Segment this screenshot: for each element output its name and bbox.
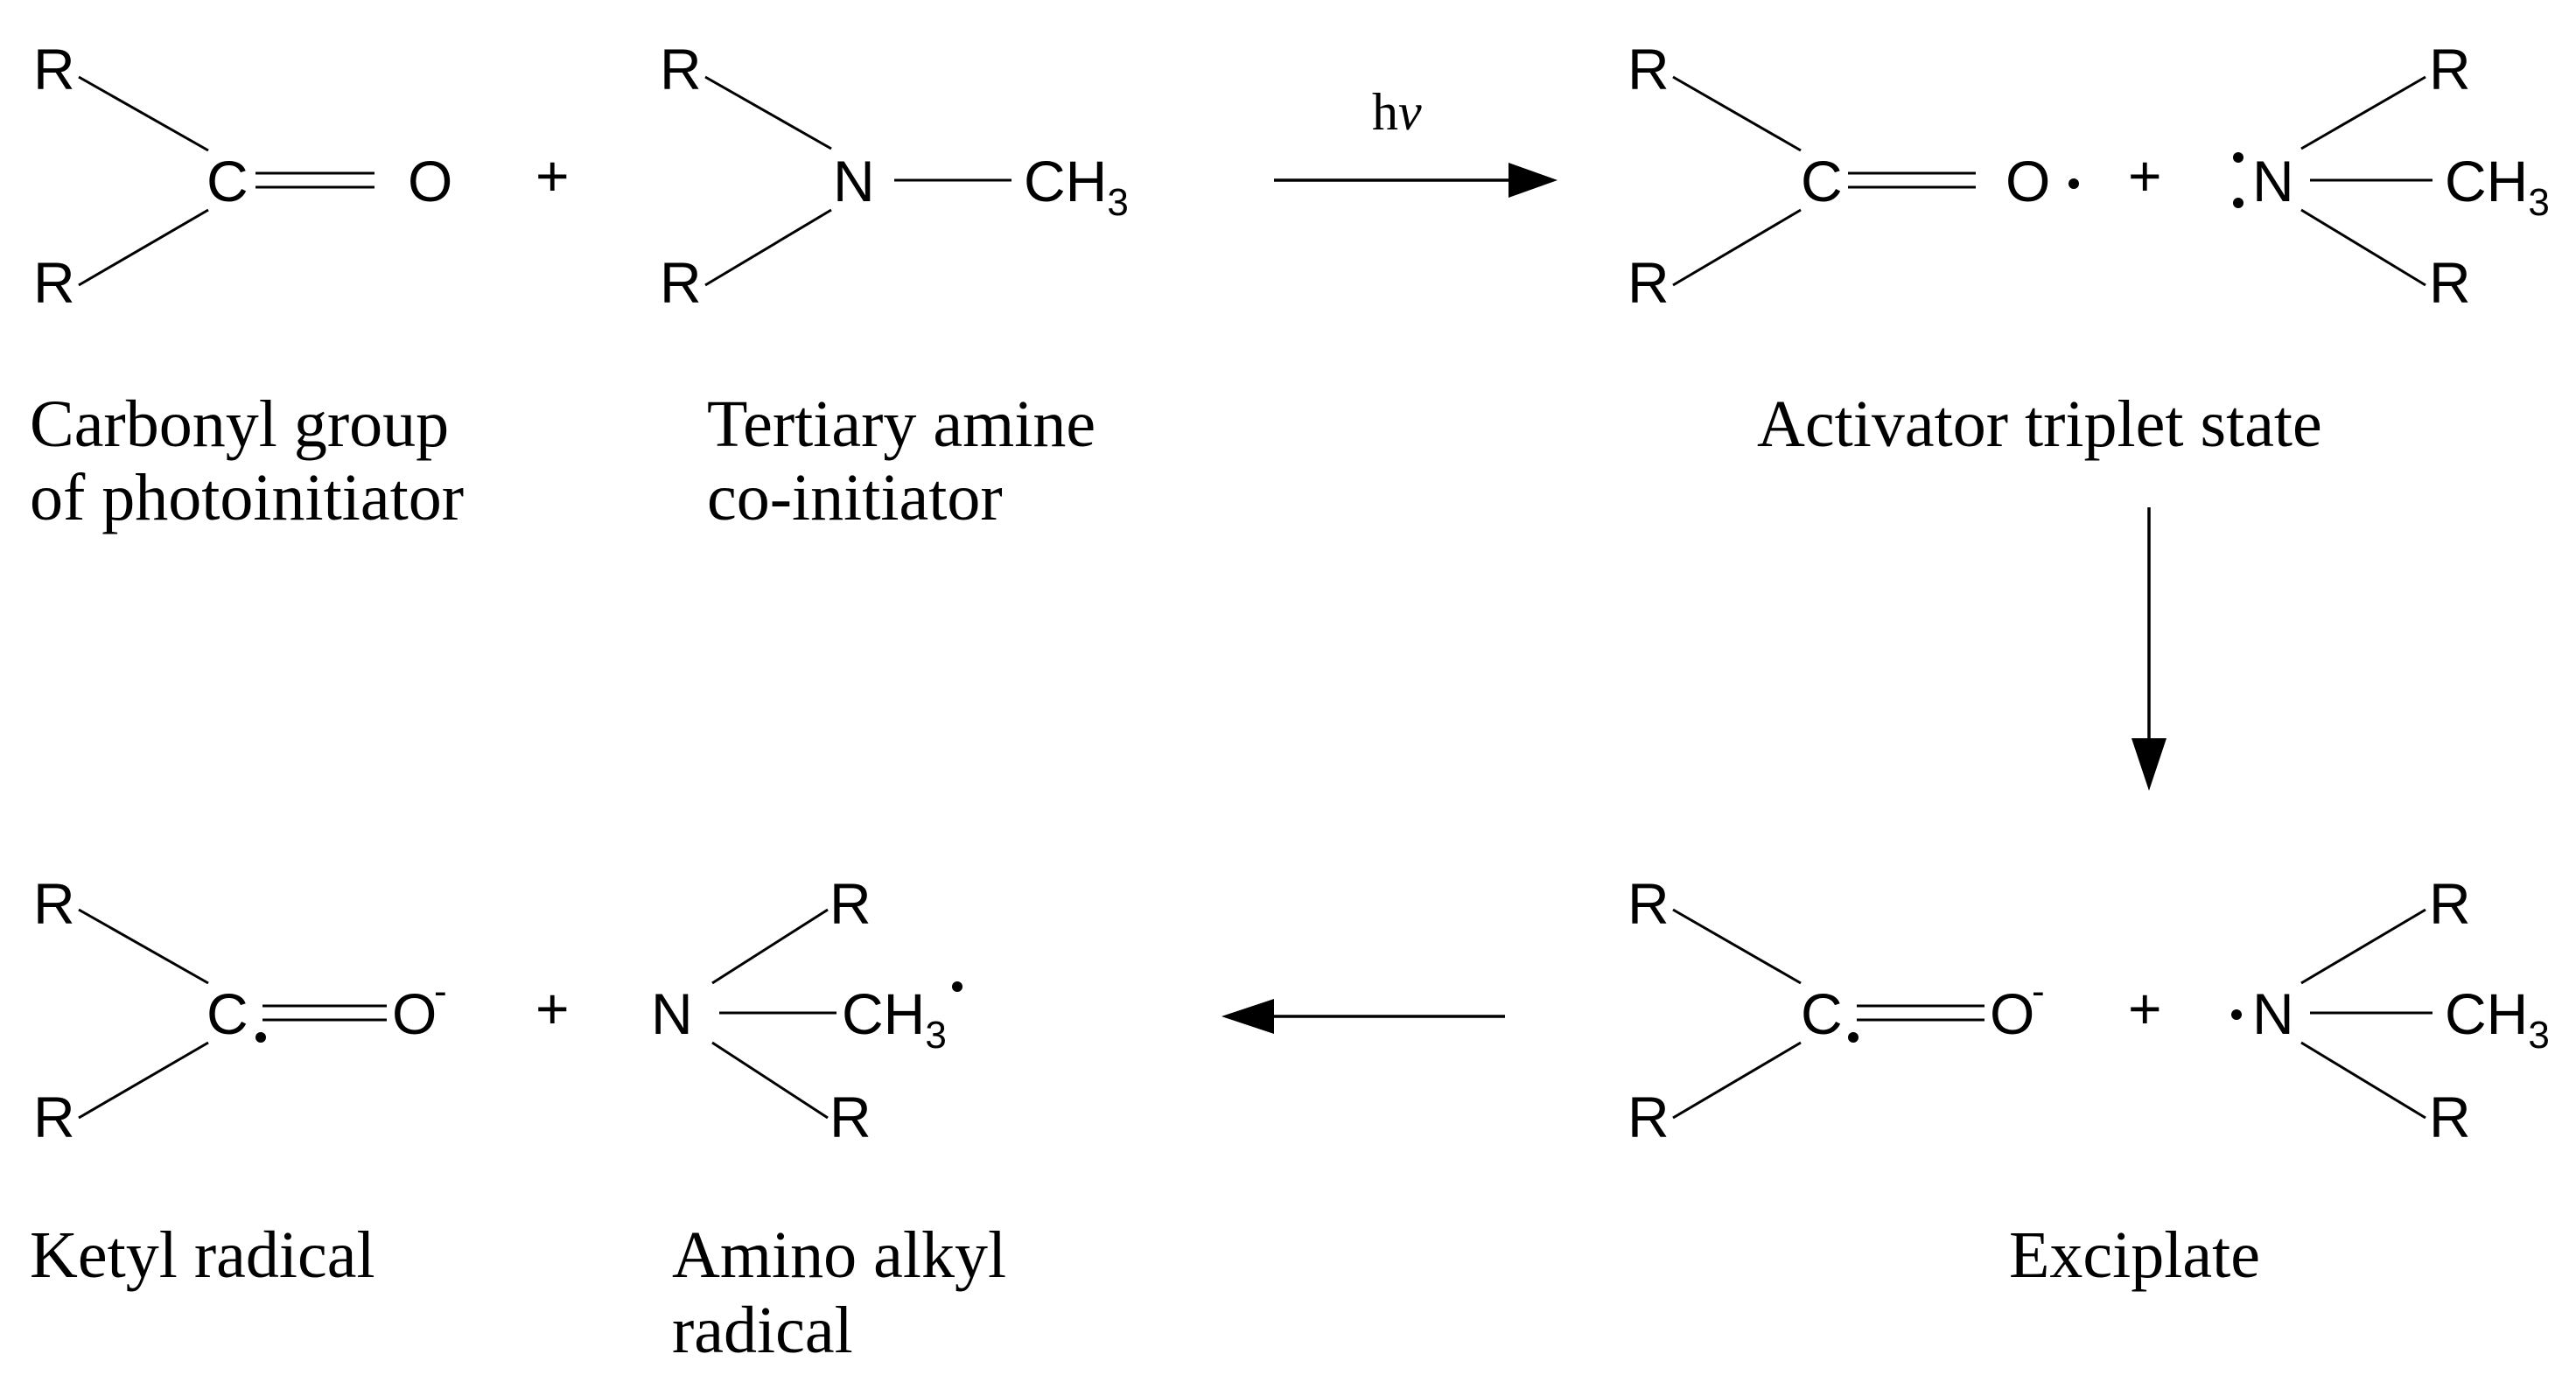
bond	[78, 208, 209, 287]
r-group: R	[2429, 250, 2471, 315]
bond	[711, 908, 829, 985]
carbonyl-molecule: R R C O	[33, 37, 452, 315]
bond	[2300, 908, 2426, 985]
oxygen-atom: O	[392, 981, 437, 1046]
oxygen-atom: O	[2006, 149, 2050, 213]
radical-dot	[952, 981, 962, 992]
bond	[704, 208, 832, 287]
oxygen-atom: O	[408, 149, 452, 213]
radical-dot	[1848, 1032, 1858, 1043]
bond	[2300, 75, 2426, 150]
methyl-group: CH3	[2445, 981, 2550, 1057]
left-arrow	[1222, 999, 1505, 1034]
arrow-head	[2132, 738, 2166, 791]
bond	[2300, 1041, 2426, 1120]
methyl-group: CH3	[1024, 149, 1129, 224]
bond	[78, 1041, 209, 1120]
r-group: R	[1628, 871, 1670, 936]
caption-amine-line1: Tertiary amine	[707, 387, 1096, 461]
r-group: R	[33, 871, 75, 936]
methyl-group: CH3	[842, 981, 947, 1057]
r-group: R	[2429, 871, 2471, 936]
negative-charge: -	[2032, 970, 2045, 1013]
amino-alkyl-radical-molecule: N R R CH3	[651, 871, 962, 1149]
caption-triplet: Activator triplet state	[1757, 387, 2322, 461]
arrow-head	[1508, 163, 1558, 198]
caption-amino-line1: Amino alkyl	[672, 1218, 1006, 1292]
hv-label: hv	[1372, 83, 1422, 141]
light-arrow: hv	[1274, 83, 1558, 198]
r-group: R	[2429, 1085, 2471, 1149]
exciplate-amine: N R R CH3	[2231, 871, 2550, 1149]
methyl-group: CH3	[2445, 149, 2550, 224]
nitrogen-atom: N	[833, 149, 875, 213]
ketyl-radical-molecule: R R C O -	[33, 871, 447, 1149]
nitrogen-atom: N	[2252, 149, 2294, 213]
r-group: R	[660, 37, 702, 101]
caption-exciplate: Exciplate	[2009, 1218, 2260, 1292]
carbon-atom: C	[1801, 981, 1843, 1046]
r-group: R	[660, 250, 702, 315]
negative-charge: -	[434, 970, 447, 1013]
bond	[1672, 1041, 1802, 1120]
bond	[1672, 75, 1802, 152]
bond	[78, 75, 209, 152]
r-group: R	[830, 1085, 872, 1149]
triplet-carbonyl: R R C O	[1628, 37, 2079, 315]
plus-sign: +	[2128, 143, 2162, 208]
radical-dot	[2068, 178, 2079, 189]
radical-dot	[2231, 1009, 2242, 1020]
nitrogen-atom: N	[651, 981, 693, 1046]
down-arrow	[2132, 507, 2166, 791]
r-group: R	[1628, 250, 1670, 315]
bond	[2300, 208, 2426, 287]
radical-dot	[256, 1032, 266, 1043]
r-group: R	[1628, 1085, 1670, 1149]
caption-amine-line2: co-initiator	[707, 461, 1003, 534]
arrow-head	[1222, 999, 1274, 1034]
bond	[1672, 908, 1802, 985]
plus-sign: +	[536, 976, 570, 1041]
oxygen-atom: O	[1990, 981, 2034, 1046]
caption-carbonyl-line2: of photoinitiator	[30, 461, 464, 534]
bond	[711, 1041, 829, 1120]
r-group: R	[830, 871, 872, 936]
caption-amino-line2: radical	[672, 1294, 853, 1367]
exciplate-carbonyl: R R C O -	[1628, 871, 2045, 1149]
plus-sign: +	[2128, 976, 2162, 1041]
bond	[78, 908, 209, 985]
plus-sign: +	[536, 143, 570, 208]
nitrogen-atom: N	[2252, 981, 2294, 1046]
r-group: R	[33, 1085, 75, 1149]
r-group: R	[2429, 37, 2471, 101]
amine-molecule: R R N CH3	[660, 37, 1129, 315]
triplet-amine: N R R CH3	[2233, 37, 2550, 315]
caption-ketyl: Ketyl radical	[30, 1218, 375, 1292]
carbon-atom: C	[1801, 149, 1843, 213]
r-group: R	[33, 37, 75, 101]
bond	[1672, 208, 1802, 287]
carbon-atom: C	[206, 149, 248, 213]
bond	[704, 75, 832, 150]
electron-dot	[2233, 198, 2244, 208]
r-group: R	[1628, 37, 1670, 101]
caption-carbonyl-line1: Carbonyl group	[30, 387, 449, 461]
electron-dot	[2233, 152, 2244, 163]
carbon-atom: C	[206, 981, 248, 1046]
r-group: R	[33, 250, 75, 315]
